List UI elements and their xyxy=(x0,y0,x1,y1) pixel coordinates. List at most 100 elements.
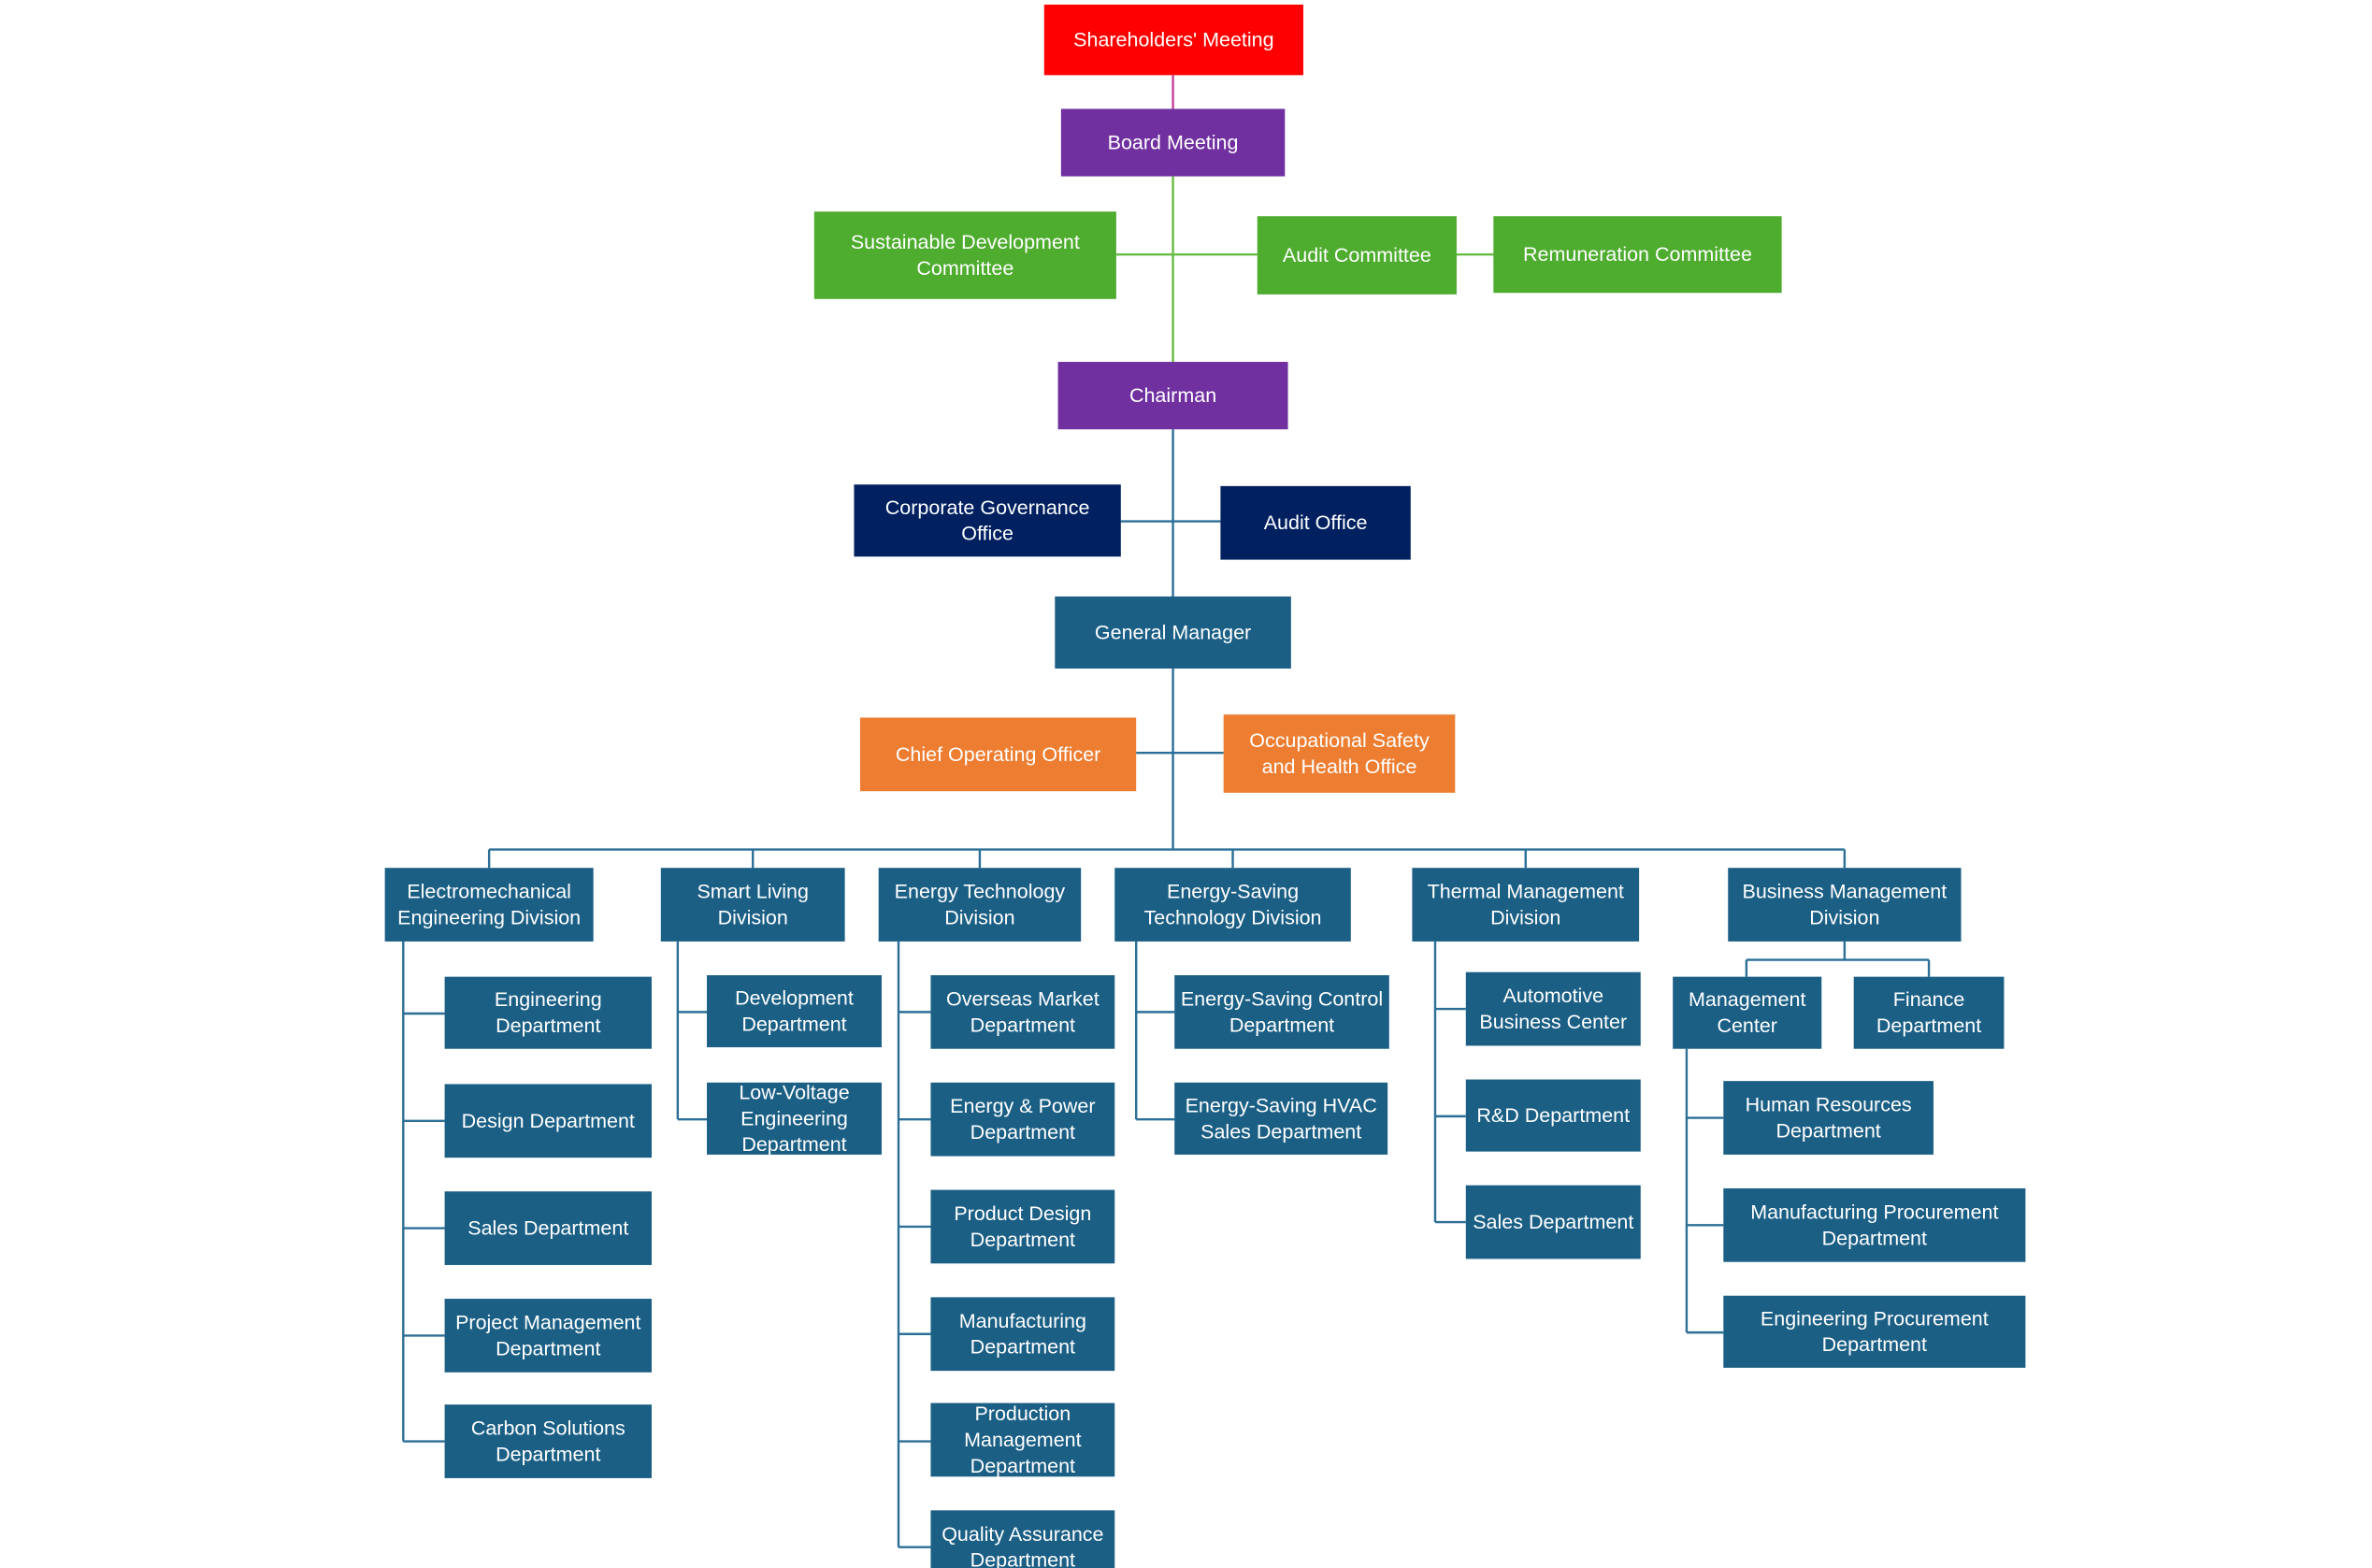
department-energy-technology-2-label: Product Design xyxy=(954,1202,1091,1225)
department-energy-technology-1-label: Energy & Power xyxy=(950,1095,1095,1117)
division-smart-living-box xyxy=(660,868,845,942)
corporate-governance-office-box-box xyxy=(854,484,1121,557)
department-thermal-management-2: Sales Department xyxy=(1465,1185,1641,1259)
general-manager-box-label: General Manager xyxy=(1095,621,1251,643)
chief-operating-officer-box-label: Chief Operating Officer xyxy=(896,743,1100,766)
chairman-box-box xyxy=(1057,362,1288,430)
department-energy-technology-1-box xyxy=(930,1082,1115,1157)
department-electromechanical-1-box xyxy=(444,1084,652,1158)
department-energy-technology-5-label: Quality Assurance xyxy=(942,1523,1103,1546)
department-electromechanical-3-label: Project Management xyxy=(455,1311,640,1333)
management-center-department-2-label: Department xyxy=(1822,1333,1927,1356)
audit-office-box-label: Audit Office xyxy=(1264,511,1368,534)
department-energy-technology-0-box xyxy=(930,975,1115,1049)
department-electromechanical-1-label: Design Department xyxy=(462,1110,635,1132)
sustainable-development-committee-box-label: Committee xyxy=(916,257,1013,280)
department-energy-technology-0-label: Department xyxy=(970,1014,1075,1036)
department-electromechanical-2-label: Sales Department xyxy=(467,1217,628,1240)
division-energy-technology-label: Division xyxy=(944,907,1014,929)
audit-committee-box-box xyxy=(1257,216,1457,295)
department-electromechanical-0-label: Engineering xyxy=(495,988,602,1011)
department-electromechanical-0-label: Department xyxy=(496,1014,600,1037)
department-smart-living-1-label: Engineering xyxy=(740,1107,848,1129)
department-energy-technology-5-label: Department xyxy=(970,1549,1075,1568)
department-smart-living-1-label: Low-Voltage xyxy=(739,1081,849,1103)
department-electromechanical-2-box xyxy=(444,1191,652,1265)
audit-office-box-box xyxy=(1220,485,1411,560)
management-center-department-0-box xyxy=(1723,1081,1934,1155)
shareholders-meeting-box-label: Shareholders' Meeting xyxy=(1073,29,1273,51)
department-business-management-1-label: Finance xyxy=(1893,988,1965,1011)
general-manager-box: General Manager xyxy=(1055,596,1291,669)
department-energy-technology-5-box xyxy=(930,1510,1115,1568)
department-smart-living-0-box xyxy=(707,975,882,1048)
department-thermal-management-0-label: Business Center xyxy=(1479,1011,1627,1033)
department-electromechanical-4-label: Carbon Solutions xyxy=(471,1417,625,1440)
department-smart-living-0-label: Department xyxy=(741,1013,846,1035)
department-electromechanical-4-box xyxy=(444,1404,652,1478)
department-energy-saving-0-label: Department xyxy=(1229,1014,1334,1036)
division-electromechanical-label: Engineering Division xyxy=(397,907,581,929)
department-thermal-management-1: R&D Department xyxy=(1465,1079,1641,1152)
shareholders-meeting-box: Shareholders' Meeting xyxy=(1043,4,1303,76)
chairman-box-label: Chairman xyxy=(1129,384,1216,407)
division-business-management-label: Division xyxy=(1809,907,1879,929)
department-thermal-management-0-box xyxy=(1465,971,1641,1046)
management-center-department-2-label: Engineering Procurement xyxy=(1761,1307,1989,1330)
shareholders-meeting-box-box xyxy=(1043,4,1303,76)
department-energy-technology-4-label: Management xyxy=(964,1429,1082,1451)
department-electromechanical-1: Design Department xyxy=(444,1084,652,1158)
department-business-management-0-box xyxy=(1673,976,1822,1049)
audit-committee-box-label: Audit Committee xyxy=(1283,244,1431,266)
management-center-department-1-label: Manufacturing Procurement xyxy=(1750,1201,1998,1223)
occupational-safety-office-box-box xyxy=(1223,714,1456,793)
department-energy-saving-0-label: Energy-Saving Control xyxy=(1181,987,1383,1010)
department-energy-technology-3-label: Department xyxy=(970,1336,1075,1359)
department-smart-living-1-box xyxy=(707,1082,882,1155)
management-center-department-2-box xyxy=(1723,1295,2026,1368)
department-energy-saving-1-box xyxy=(1174,1082,1388,1155)
chief-operating-officer-box-box xyxy=(860,717,1137,792)
division-smart-living-label: Division xyxy=(718,907,788,929)
department-energy-technology-2-box xyxy=(930,1189,1115,1264)
remuneration-committee-box-label: Remuneration Committee xyxy=(1523,243,1752,266)
department-electromechanical-2: Sales Department xyxy=(444,1191,652,1265)
general-manager-box-box xyxy=(1055,596,1291,669)
division-energy-technology-box xyxy=(878,868,1082,942)
department-thermal-management-0-label: Automotive xyxy=(1502,985,1603,1007)
department-electromechanical-0-box xyxy=(444,976,652,1049)
remuneration-committee-box-box xyxy=(1493,216,1782,294)
division-business-management-label: Business Management xyxy=(1742,881,1947,903)
corporate-governance-office-box-label: Office xyxy=(961,523,1013,545)
department-energy-saving-0-box xyxy=(1174,975,1389,1049)
department-electromechanical-3-label: Department xyxy=(496,1337,600,1359)
department-energy-technology-4-box xyxy=(930,1403,1115,1477)
department-energy-technology-1-label: Department xyxy=(970,1121,1075,1144)
department-business-management-1-label: Department xyxy=(1876,1014,1981,1037)
division-business-management-box xyxy=(1728,868,1962,942)
